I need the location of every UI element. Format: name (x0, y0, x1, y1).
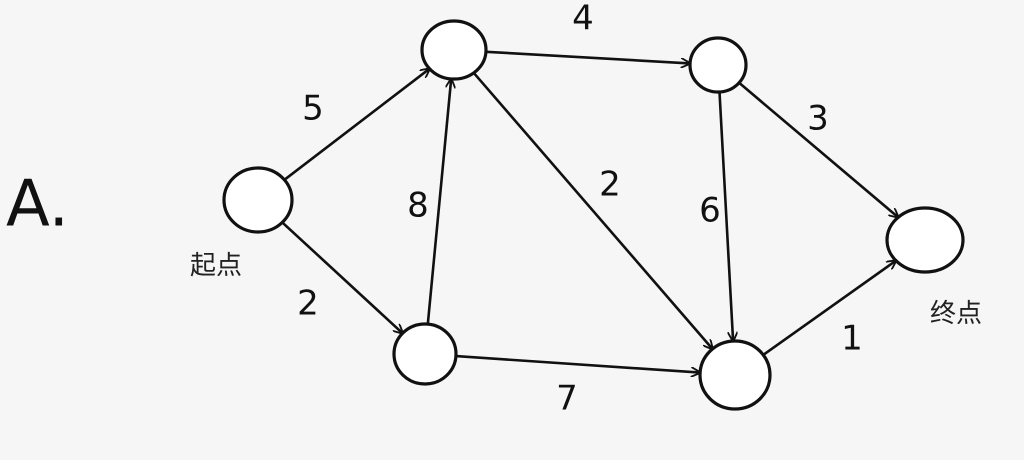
edge-top_right-to-end (737, 81, 898, 218)
edge-top_right-to-bottom_right (718, 90, 734, 343)
node-bottom_left (392, 322, 458, 386)
edge-weight-label: 2 (297, 284, 319, 324)
node-end (885, 206, 965, 274)
edge-start-to-bottom_left (280, 221, 402, 333)
edge-weight-label: 1 (841, 319, 863, 359)
edge-weight-label: 8 (407, 186, 429, 226)
node-top_right (688, 36, 748, 94)
edge-top_mid-to-top_right (484, 50, 692, 64)
node-bottom_right (698, 339, 772, 411)
edge-start-to-top_mid (283, 69, 429, 182)
edge-top_mid-to-bottom_right (472, 71, 713, 349)
node-label-start: 起点 (190, 251, 242, 281)
edge-bottom_left-to-top_mid (426, 79, 451, 326)
edge-weight-label: 6 (699, 191, 721, 231)
edge-weight-label: 4 (572, 0, 594, 39)
edge-weight-label: 7 (556, 379, 578, 419)
node-top_mid (420, 19, 488, 81)
node-label-end: 终点 (930, 299, 982, 329)
edge-bottom_right-to-end (761, 261, 896, 357)
edge-weight-label: 3 (807, 99, 829, 139)
node-start (222, 166, 294, 234)
edges-layer: 5 2 8 4 2 7 6 3 1 (280, 0, 898, 419)
edge-weight-label: 5 (302, 89, 324, 129)
edge-bottom_left-to-bottom_right (454, 354, 702, 373)
diagram-label: A. (6, 168, 69, 242)
edge-weight-label: 2 (599, 165, 621, 205)
